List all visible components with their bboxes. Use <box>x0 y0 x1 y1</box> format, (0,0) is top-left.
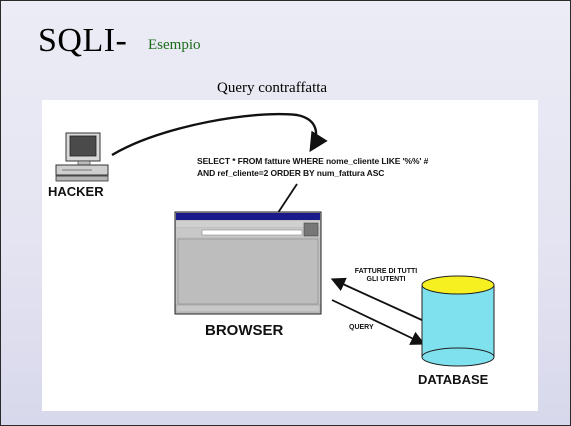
sql-query-line-2: AND ref_cliente=2 ORDER BY num_fattura A… <box>197 168 385 178</box>
query-label: QUERY <box>349 324 374 331</box>
browser-window-icon <box>174 211 322 315</box>
response-label-line-1: FATTURE DI TUTTI <box>354 268 418 275</box>
response-label: FATTURE DI TUTTI GLI UTENTI <box>336 268 436 284</box>
sql-query-line-1: SELECT * FROM fatture WHERE nome_cliente… <box>197 156 429 166</box>
hacker-label: HACKER <box>48 184 104 199</box>
injection-arrow <box>111 112 328 157</box>
database-cylinder-icon <box>421 275 495 367</box>
diagram-caption: Query contraffatta <box>217 80 328 96</box>
response-label-line-2: GLI UTENTI <box>366 276 406 283</box>
response-arrow <box>330 277 425 322</box>
hacker-computer-icon <box>55 132 109 182</box>
slide-title: SQLI- <box>38 22 128 59</box>
diagram-graphics <box>55 112 495 367</box>
query-arrow <box>331 299 426 345</box>
browser-label: BROWSER <box>205 322 284 339</box>
diagram-panel: SELECT * FROM fatture WHERE nome_cliente… <box>42 100 538 411</box>
slide-subtitle: Esempio <box>148 37 201 53</box>
database-label: DATABASE <box>418 372 489 387</box>
